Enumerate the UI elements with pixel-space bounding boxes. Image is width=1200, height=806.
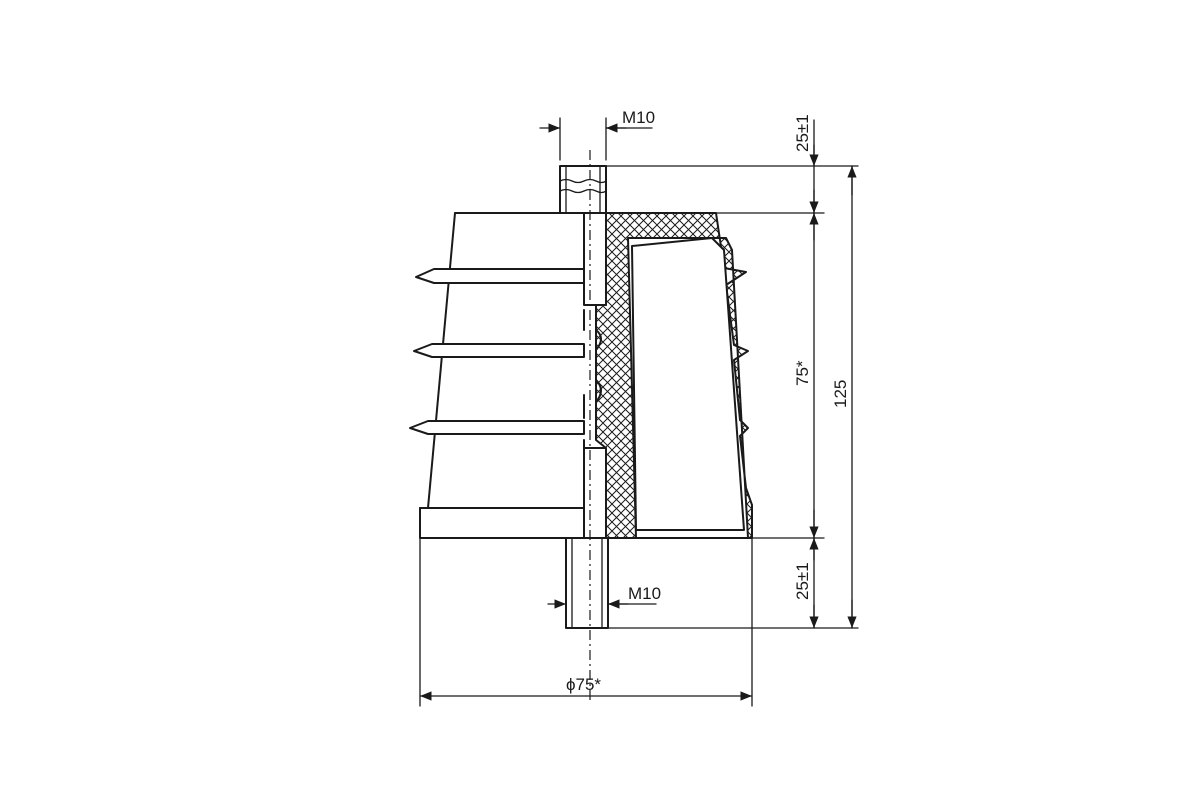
dim-top-stud-label: 25±1: [793, 114, 812, 152]
dim-diameter-label: ϕ75*: [566, 675, 601, 694]
exterior-view: [409, 212, 607, 539]
top-stud: [559, 165, 607, 306]
dim-total-height-label: 125: [831, 380, 850, 408]
dim-m10-top-label: M10: [622, 108, 655, 127]
dimensions: M10 25±1 75* 25±1 125 M10: [419, 108, 859, 707]
section-web-curves: [595, 329, 602, 403]
dim-body-height-label: 75*: [793, 360, 812, 386]
dim-m10-bottom-label: M10: [628, 584, 661, 603]
shed-lower-left: [409, 420, 585, 435]
top-insert: [583, 212, 607, 306]
cross-section: [595, 212, 753, 539]
shed-upper-left: [415, 268, 585, 284]
bottom-insert: [583, 447, 607, 539]
top-stud-thread-line-1: [559, 178, 607, 184]
bottom-stud: [565, 447, 609, 629]
top-stud-thread-line-2: [559, 188, 607, 194]
base-flange-outline: [419, 507, 607, 539]
inner-cavity: [631, 237, 745, 531]
dim-bottom-stud-label: 25±1: [793, 562, 812, 600]
shed-middle-left: [413, 343, 585, 358]
body-left-taper: [427, 212, 456, 509]
